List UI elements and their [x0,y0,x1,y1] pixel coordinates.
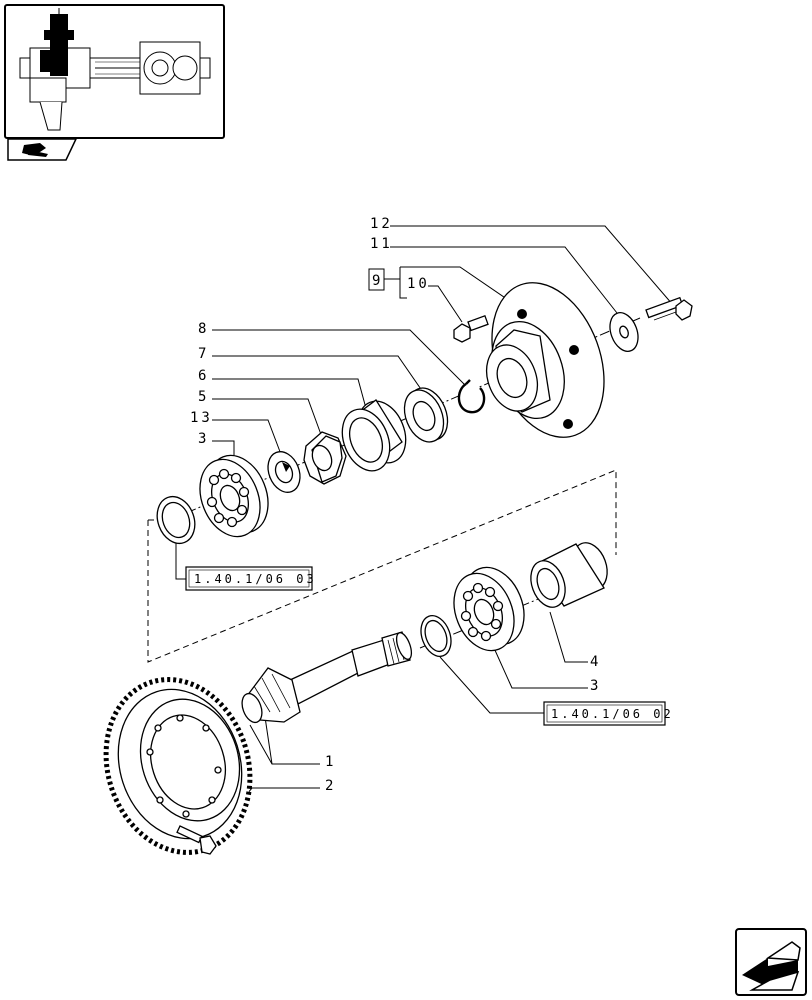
shim-ring-lower [420,615,452,657]
callout-4[interactable]: 4 [590,654,601,670]
next-page-button[interactable] [735,928,807,996]
nut [303,431,347,485]
reference-box-lower[interactable]: 1.40.1/06 02 [543,701,674,726]
callout-1[interactable]: 1 [325,754,336,770]
bolt-long [645,296,693,321]
callout-9[interactable]: 9 [372,273,383,289]
pinion-shaft [241,631,413,724]
lock-washer [267,451,301,493]
callout-6[interactable]: 6 [198,368,209,384]
reference-label-upper: 1.40.1/06 03 [194,572,317,586]
flange-hub [485,282,605,438]
callout-5[interactable]: 5 [198,389,209,405]
reference-box-upper[interactable]: 1.40.1/06 03 [185,566,317,591]
next-page-arrow-icon [742,941,801,991]
callout-10[interactable]: 10 [407,276,430,292]
callout-11[interactable]: 11 [370,236,393,252]
spacer-sleeve [530,542,608,608]
leader-lines [175,225,674,839]
axle-assembly-thumbnail-icon [19,8,211,131]
crown-wheel [103,677,253,855]
callout-2[interactable]: 2 [325,778,336,794]
crown-wheel-bolt [176,825,217,855]
seal-ring [403,387,449,443]
callout-3b[interactable]: 3 [590,678,601,694]
bearing-cup [341,399,407,472]
shim-ring-upper [156,495,196,545]
callout-8[interactable]: 8 [198,321,209,337]
bolt-small [453,315,489,343]
ball-bearing-upper [199,454,269,538]
thumbnail-panel[interactable] [4,4,225,161]
book-hand-icon [7,138,78,161]
assembly-boundary-dashed [147,469,617,663]
callout-12[interactable]: 12 [370,216,393,232]
reference-label-lower: 1.40.1/06 02 [551,707,674,721]
ball-bearing-lower [453,566,525,652]
callout-3a[interactable]: 3 [198,431,209,447]
callout-13[interactable]: 13 [190,410,213,426]
washer [609,312,639,352]
snap-ring [457,379,486,414]
callout-7[interactable]: 7 [198,346,209,362]
